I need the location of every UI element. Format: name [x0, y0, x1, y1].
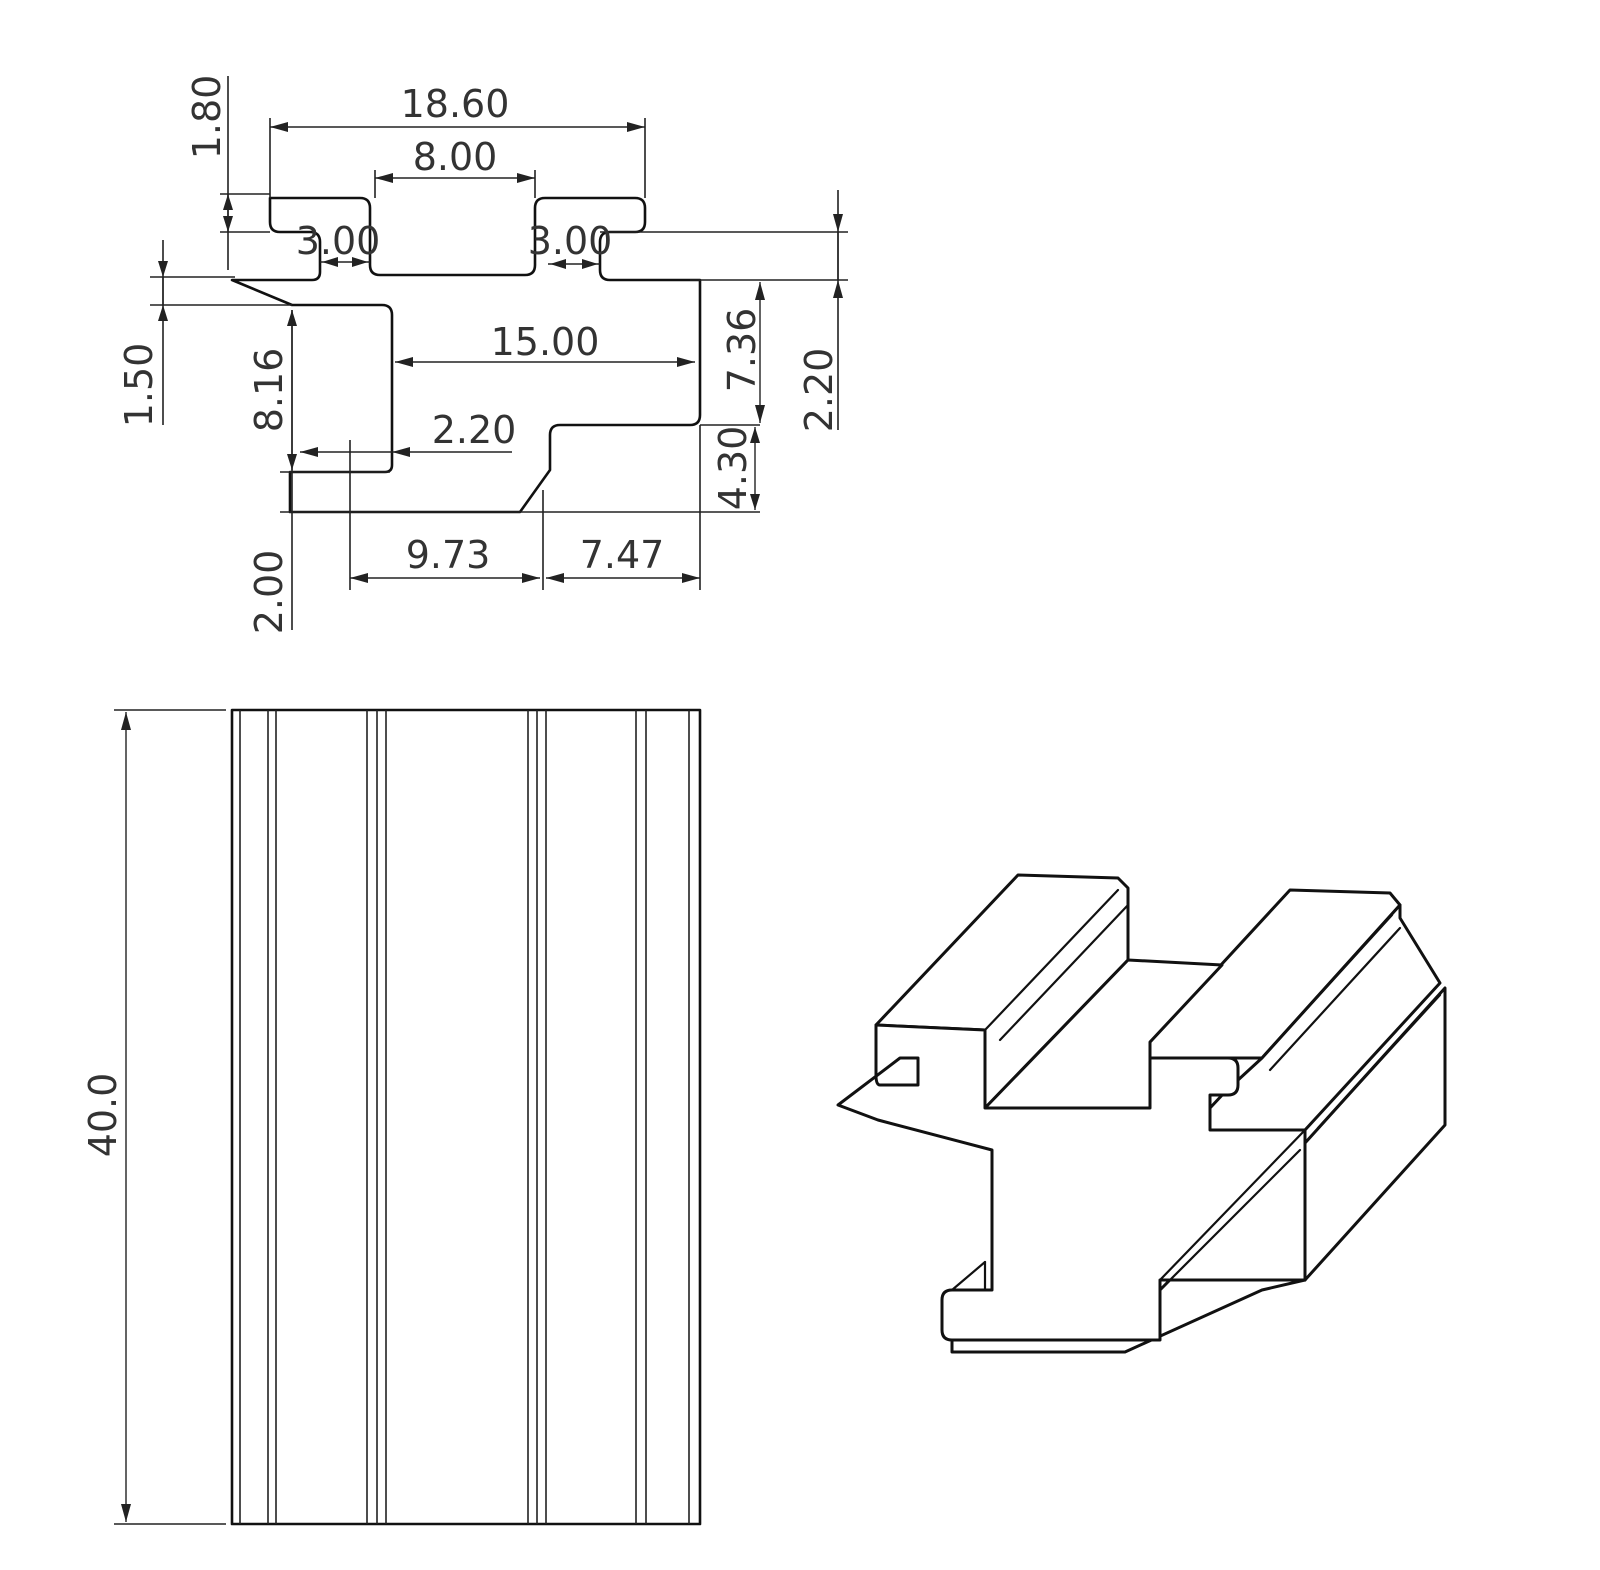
dim-label-lip-left: 3.00: [296, 219, 381, 263]
arrowhead: [750, 427, 760, 443]
arrowhead: [223, 216, 233, 232]
iso-edge-line: [998, 903, 1130, 1042]
iso-edge-line: [1316, 988, 1445, 1130]
arrowhead: [392, 447, 410, 457]
dim-label-width-top: 18.60: [401, 82, 510, 126]
dim-label-body-height: 8.16: [247, 348, 291, 433]
cross-section-view: 18.60 8.00 3.00 3.00 15.00 2.20 9.73 7.4…: [117, 75, 848, 635]
profile-outline: [230, 196, 702, 514]
arrowhead: [287, 310, 297, 326]
dim-label-left-step: 1.50: [117, 343, 161, 428]
arrowhead: [755, 405, 765, 423]
dim-label-foot-height: 4.30: [711, 426, 755, 511]
arrowhead: [833, 280, 843, 298]
arrowhead: [300, 447, 318, 457]
iso-edge-line: [950, 1260, 987, 1292]
arrowhead: [682, 573, 700, 583]
isometric-view: [836, 873, 1447, 1354]
arrowhead: [352, 257, 368, 267]
arrowhead: [677, 357, 695, 367]
dim-label-length: 40.0: [81, 1073, 125, 1158]
dim-label-flange-height: 1.80: [185, 75, 229, 160]
arrowhead: [546, 573, 564, 583]
arrowhead: [223, 194, 233, 210]
arrowhead: [375, 173, 393, 183]
arrowhead: [270, 122, 288, 132]
arrowhead: [158, 261, 168, 277]
arrowhead: [750, 494, 760, 510]
arrowhead: [395, 357, 413, 367]
dim-label-web: 2.20: [432, 408, 517, 452]
iso-edge-line: [1268, 926, 1402, 1072]
arrowhead: [517, 173, 535, 183]
arrowhead: [287, 454, 297, 470]
dim-label-inner-width: 15.00: [491, 320, 600, 364]
dim-label-slot-width: 8.00: [413, 135, 498, 179]
iso-edge-line: [1158, 1148, 1302, 1292]
arrowhead: [627, 122, 645, 132]
arrowhead: [158, 305, 168, 321]
iso-edge-line: [1158, 1128, 1307, 1282]
dim-label-right-step: 2.20: [797, 348, 841, 433]
front-view-outline: [230, 708, 702, 1526]
arrowhead: [582, 259, 598, 269]
arrowhead: [121, 712, 131, 730]
iso-edge-line: [1260, 913, 1394, 1060]
arrowhead: [350, 573, 368, 583]
arrowhead: [755, 282, 765, 300]
arrowhead: [121, 1504, 131, 1522]
iso-edge-line: [983, 888, 1120, 1032]
dim-label-right-height: 7.36: [720, 308, 764, 393]
arrowhead: [550, 259, 566, 269]
arrowhead: [522, 573, 540, 583]
dim-label-lip-right: 3.00: [528, 219, 613, 263]
front-view: 40.0: [81, 708, 702, 1526]
dim-label-base: 2.00: [247, 550, 291, 635]
arrowhead: [833, 214, 843, 232]
dim-label-bottom-right: 7.47: [580, 533, 665, 577]
arrowhead: [322, 257, 338, 267]
dim-label-bottom-left: 9.73: [406, 533, 491, 577]
